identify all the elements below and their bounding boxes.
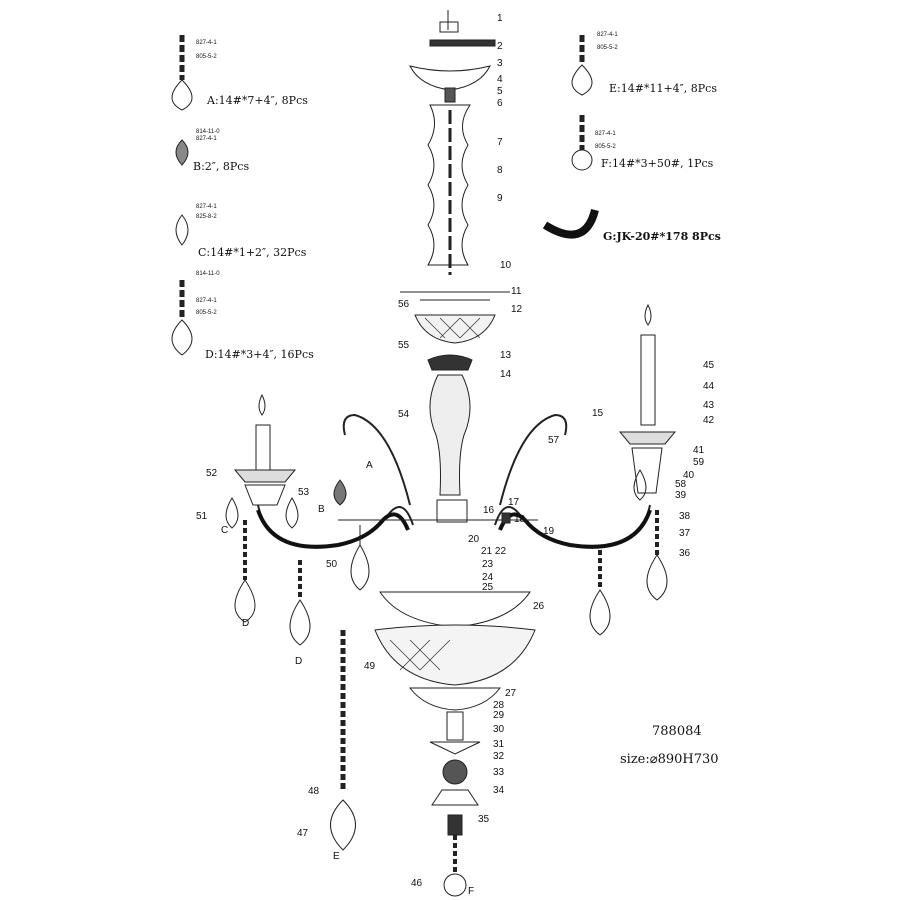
part-label: 17 xyxy=(508,497,520,508)
part-label: 44 xyxy=(703,381,715,392)
part-label: B xyxy=(318,504,325,515)
code: 825-8-2 xyxy=(196,214,217,220)
part-label: 56 xyxy=(398,299,410,310)
part-label: 21 22 xyxy=(481,546,507,557)
crystals xyxy=(225,469,668,851)
part-label: 29 xyxy=(493,710,505,721)
part-label: 5 xyxy=(497,86,503,97)
canopy xyxy=(409,10,496,103)
part-label: 7 xyxy=(497,137,503,148)
part-label: 49 xyxy=(364,661,376,672)
part-label: 41 xyxy=(693,445,705,456)
part-label: 9 xyxy=(497,193,503,204)
part-label: 47 xyxy=(297,828,309,839)
legend-b: B:2″, 8Pcs xyxy=(193,160,250,173)
part-label: 34 xyxy=(493,785,505,796)
part-label: 24 xyxy=(482,572,494,583)
part-label: 59 xyxy=(693,457,705,468)
part-label: 50 xyxy=(326,559,338,570)
size-spec: size:⌀890H730 xyxy=(620,752,719,767)
part-label: 38 xyxy=(679,511,691,522)
part-label: C xyxy=(221,525,229,536)
part-label: 42 xyxy=(703,415,715,426)
part-label: A xyxy=(366,460,373,471)
part-label: 4 xyxy=(497,74,503,85)
part-label: D xyxy=(242,618,250,629)
part-label: 39 xyxy=(675,490,687,501)
part-label: F xyxy=(468,886,475,897)
part-label: 52 xyxy=(206,468,218,479)
part-label: 23 xyxy=(482,559,494,570)
part-label: 1 xyxy=(497,13,503,24)
part-label: 18 xyxy=(514,514,526,525)
part-label: 46 xyxy=(411,878,423,889)
part-label: 51 xyxy=(196,511,208,522)
part-label: 8 xyxy=(497,165,503,176)
part-label: 15 xyxy=(592,408,604,419)
right-candle xyxy=(618,303,677,494)
code: 805-5-2 xyxy=(196,54,217,60)
part-label: 35 xyxy=(478,814,490,825)
code: 827-4-1 xyxy=(597,32,618,38)
code: 827-4-1 xyxy=(196,298,217,304)
part-label: 30 xyxy=(493,724,505,735)
legend-f: F:14#*3+50#, 1Pcs xyxy=(601,157,714,170)
part-label: 26 xyxy=(533,601,545,612)
part-label: 12 xyxy=(511,304,523,315)
chain-cover xyxy=(427,104,471,275)
part-label: 53 xyxy=(298,487,310,498)
code: 805-5-2 xyxy=(595,144,616,150)
legend-e: E:14#*11+4″, 8Pcs xyxy=(609,82,717,95)
part-label: E xyxy=(333,851,340,862)
lower-bowl xyxy=(374,591,536,897)
part-label: 36 xyxy=(679,548,691,559)
part-label: 55 xyxy=(398,340,410,351)
part-label: 33 xyxy=(493,767,505,778)
code: 814-11-0 xyxy=(196,271,220,277)
code: 805-5-2 xyxy=(597,45,618,51)
junction-box xyxy=(436,499,468,523)
upper-bowl xyxy=(414,299,496,496)
arms xyxy=(256,413,652,549)
legend-a: A:14#*7+4″, 8Pcs xyxy=(207,94,308,107)
part-label: 11 xyxy=(511,286,522,297)
part-label: 54 xyxy=(398,409,410,420)
part-label: 20 xyxy=(468,534,480,545)
legend-c: C:14#*1+2″, 32Pcs xyxy=(198,246,307,259)
code: 827-4-1 xyxy=(196,40,217,46)
part-label: D xyxy=(295,656,303,667)
part-label: 14 xyxy=(500,369,512,380)
part-label: 19 xyxy=(543,526,555,537)
part-label: 57 xyxy=(548,435,560,446)
part-label: 37 xyxy=(679,528,691,539)
part-label: 31 xyxy=(493,739,505,750)
code: 827-4-1 xyxy=(196,204,217,210)
part-label: 27 xyxy=(505,688,517,699)
code: 827-4-1 xyxy=(595,131,616,137)
left-candle xyxy=(233,393,297,506)
part-label: 43 xyxy=(703,400,715,411)
part-label: 58 xyxy=(675,479,687,490)
code: 805-5-2 xyxy=(196,310,217,316)
legend-g: G:JK-20#*178 8Pcs xyxy=(603,230,721,243)
model-number: 788084 xyxy=(652,724,702,739)
part-label: 13 xyxy=(500,350,512,361)
part-label: 6 xyxy=(497,98,503,109)
part-label: 28 xyxy=(493,700,505,711)
part-label: 40 xyxy=(683,470,695,481)
part-label: 32 xyxy=(493,751,505,762)
part-label: 10 xyxy=(500,260,512,271)
code: 827-4-1 xyxy=(196,136,217,142)
part-label: 3 xyxy=(497,58,503,69)
part-label: 16 xyxy=(483,505,495,516)
part-label: 48 xyxy=(308,786,320,797)
code: 814-11-0 xyxy=(196,129,220,135)
legend-pendants xyxy=(171,35,599,356)
part-label: 45 xyxy=(703,360,715,371)
legend-d: D:14#*3+4″, 16Pcs xyxy=(205,348,314,361)
part-label: 25 xyxy=(482,582,494,593)
part-label: 2 xyxy=(497,41,503,52)
